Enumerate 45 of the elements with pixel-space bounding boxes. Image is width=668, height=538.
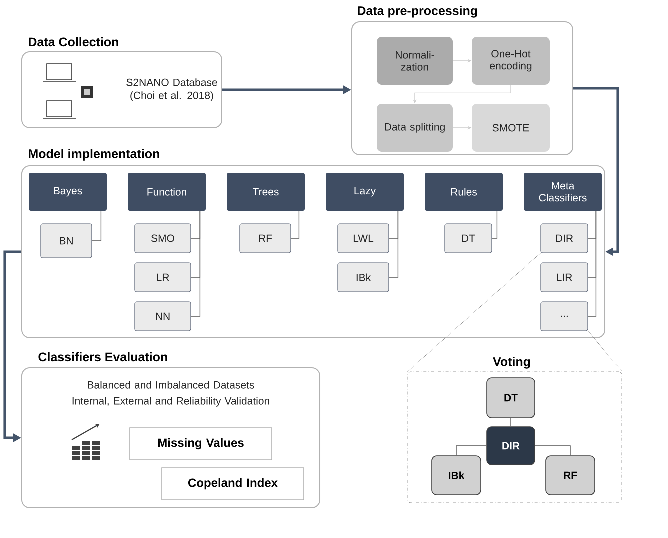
classifier-box: NN bbox=[134, 302, 192, 332]
step-box: Normali-zation bbox=[377, 37, 453, 85]
connector-line bbox=[190, 210, 201, 317]
category-box: Rules bbox=[425, 173, 503, 211]
connector-line bbox=[290, 210, 300, 239]
classifier-box: RF bbox=[546, 456, 596, 496]
classifier-box: SMO bbox=[134, 224, 192, 254]
connector-line bbox=[535, 446, 571, 456]
zoom-line bbox=[407, 253, 541, 372]
category-box: Function bbox=[128, 173, 206, 211]
section-heading: Classifiers Evaluation bbox=[38, 352, 168, 362]
connector-line bbox=[92, 210, 102, 242]
classifier-box: LWL bbox=[338, 224, 390, 254]
category-box: Lazy bbox=[326, 173, 404, 211]
connector-line bbox=[492, 210, 498, 239]
classifier-box: LR bbox=[134, 262, 192, 292]
step-box: SMOTE bbox=[472, 104, 550, 152]
section-heading: Model implementation bbox=[29, 149, 160, 161]
connector-line bbox=[456, 446, 487, 456]
section-heading: Data pre-processing bbox=[358, 6, 478, 18]
connector-line bbox=[510, 418, 512, 427]
method-box: Missing Values bbox=[130, 428, 272, 460]
connector-line bbox=[588, 210, 597, 317]
classifier-box: DIR bbox=[540, 224, 588, 254]
classifier-box: DT bbox=[486, 378, 536, 418]
arrow bbox=[574, 87, 620, 256]
classifier-box: BN bbox=[40, 224, 92, 258]
step-box: One-Hot encoding bbox=[472, 37, 550, 85]
zoom-line bbox=[588, 331, 623, 372]
section-heading: Data Collection bbox=[29, 37, 118, 47]
classifier-box: IBk bbox=[432, 456, 482, 496]
classifier-box: RF bbox=[240, 224, 292, 254]
category-box: Meta Classifiers bbox=[524, 173, 602, 211]
category-box: Trees bbox=[227, 173, 305, 211]
panel: S2NANO Database (Choi et al. 2018) bbox=[22, 52, 222, 128]
classifier-box: IBk bbox=[338, 262, 390, 292]
classifier-box: DT bbox=[444, 224, 492, 254]
method-box: Copeland Index bbox=[162, 468, 304, 500]
step-box: Data splitting bbox=[377, 104, 453, 152]
classifier-box: ... bbox=[540, 302, 588, 332]
classifier-box: LIR bbox=[540, 262, 588, 292]
connector-line bbox=[388, 210, 399, 278]
category-box: Bayes bbox=[29, 173, 107, 211]
classifier-box: DIR bbox=[486, 426, 536, 466]
section-heading: Voting bbox=[493, 357, 530, 369]
